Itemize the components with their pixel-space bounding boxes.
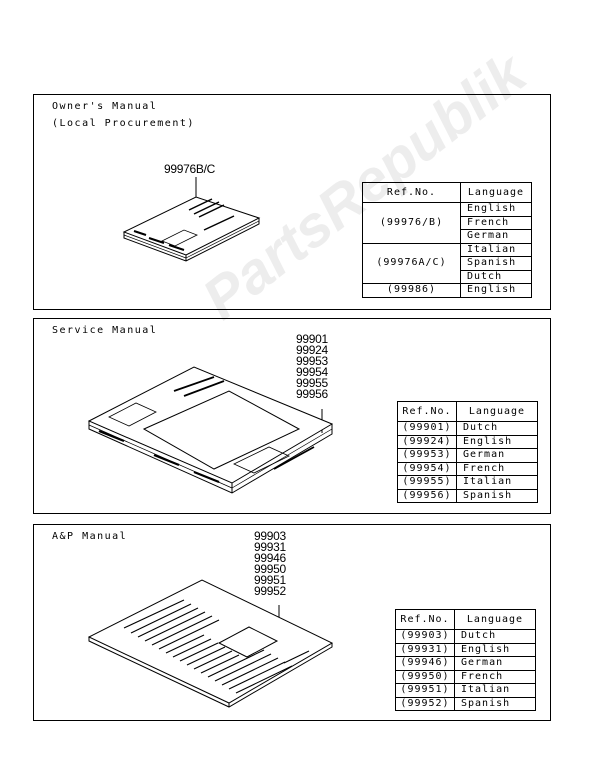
owners-manual-callout: 99976B/C [164, 162, 215, 176]
ref-cell: (99950) [395, 669, 455, 684]
language-cell: French [456, 461, 538, 476]
language-cell: Italian [456, 475, 538, 490]
part-number-label: 99954 [296, 365, 328, 379]
part-number-label: 99956 [296, 387, 328, 401]
ref-cell: (99903) [395, 629, 455, 644]
language-cell: Italian [454, 683, 536, 698]
owners-manual-panel: Owner's Manual (Local Procurement) 99976… [33, 94, 551, 310]
language-cell: Spanish [454, 696, 536, 711]
ap-manual-title: A&P Manual [52, 531, 128, 542]
language-cell: English [460, 283, 532, 298]
service-manual-title: Service Manual [52, 325, 158, 336]
language-cell: English [460, 202, 532, 217]
ref-cell: (99946) [395, 656, 455, 671]
owners-manual-illustration [122, 177, 261, 262]
service-manual-illustration [87, 366, 334, 494]
ref-cell: (99954) [397, 461, 457, 476]
ap-manual-callout-stack: 99903 99931 99946 99950 99951 99952 [254, 529, 286, 598]
ref-cell: (99986) [362, 283, 461, 298]
part-number-label: 99901 [296, 332, 328, 346]
ref-no-header: Ref.No. [395, 609, 455, 630]
service-manual-panel: Service Manual 99901 99924 99953 99954 9… [33, 318, 551, 514]
ref-cell: (99952) [395, 696, 455, 711]
ref-no-header: Ref.No. [362, 182, 461, 203]
ref-cell: (99953) [397, 448, 457, 463]
language-cell: Spanish [460, 256, 532, 271]
part-number-label: 99903 [254, 529, 286, 543]
part-number-label: 99953 [296, 354, 328, 368]
ap-manual-illustration [87, 579, 334, 708]
part-number-label: 99924 [296, 343, 328, 357]
owners-manual-title: Owner's Manual [52, 101, 158, 112]
ref-cell: (99976/B) [362, 202, 461, 244]
part-number-label: 99931 [254, 540, 286, 554]
language-header: Language [456, 401, 538, 422]
ap-manual-ref-table: Ref.No. Language (99903)Dutch (99931)Eng… [395, 609, 536, 711]
language-cell: French [454, 669, 536, 684]
ref-cell: (99976A/C) [362, 242, 461, 284]
language-cell: Italian [460, 242, 532, 257]
part-number-label: 99950 [254, 562, 286, 576]
language-header: Language [454, 609, 536, 630]
ref-no-header: Ref.No. [397, 401, 457, 422]
language-cell: Dutch [456, 421, 538, 436]
ref-cell: (99956) [397, 488, 457, 503]
owners-manual-subtitle: (Local Procurement) [52, 118, 195, 129]
language-header: Language [460, 182, 532, 203]
service-manual-callout-stack: 99901 99924 99953 99954 99955 99956 [296, 332, 328, 401]
language-cell: English [456, 434, 538, 449]
ref-cell: (99951) [395, 683, 455, 698]
part-number-label: 99955 [296, 376, 328, 390]
service-manual-ref-table: Ref.No. Language (99901)Dutch (99924)Eng… [397, 401, 538, 503]
part-number-label: 99952 [254, 584, 286, 598]
language-cell: English [454, 642, 536, 657]
language-cell: German [460, 229, 532, 244]
language-cell: German [456, 448, 538, 463]
ref-cell: (99924) [397, 434, 457, 449]
ref-cell: (99901) [397, 421, 457, 436]
owners-manual-ref-table: Ref.No. Language (99976/B) English Frenc… [362, 182, 532, 298]
part-number-label: 99951 [254, 573, 286, 587]
language-cell: Dutch [460, 269, 532, 284]
ref-cell: (99955) [397, 475, 457, 490]
language-cell: Dutch [454, 629, 536, 644]
part-number-label: 99946 [254, 551, 286, 565]
language-cell: French [460, 215, 532, 230]
language-cell: German [454, 656, 536, 671]
language-cell: Spanish [456, 488, 538, 503]
ap-manual-panel: A&P Manual 99903 99931 99946 99950 99951… [33, 524, 551, 721]
ref-cell: (99931) [395, 642, 455, 657]
